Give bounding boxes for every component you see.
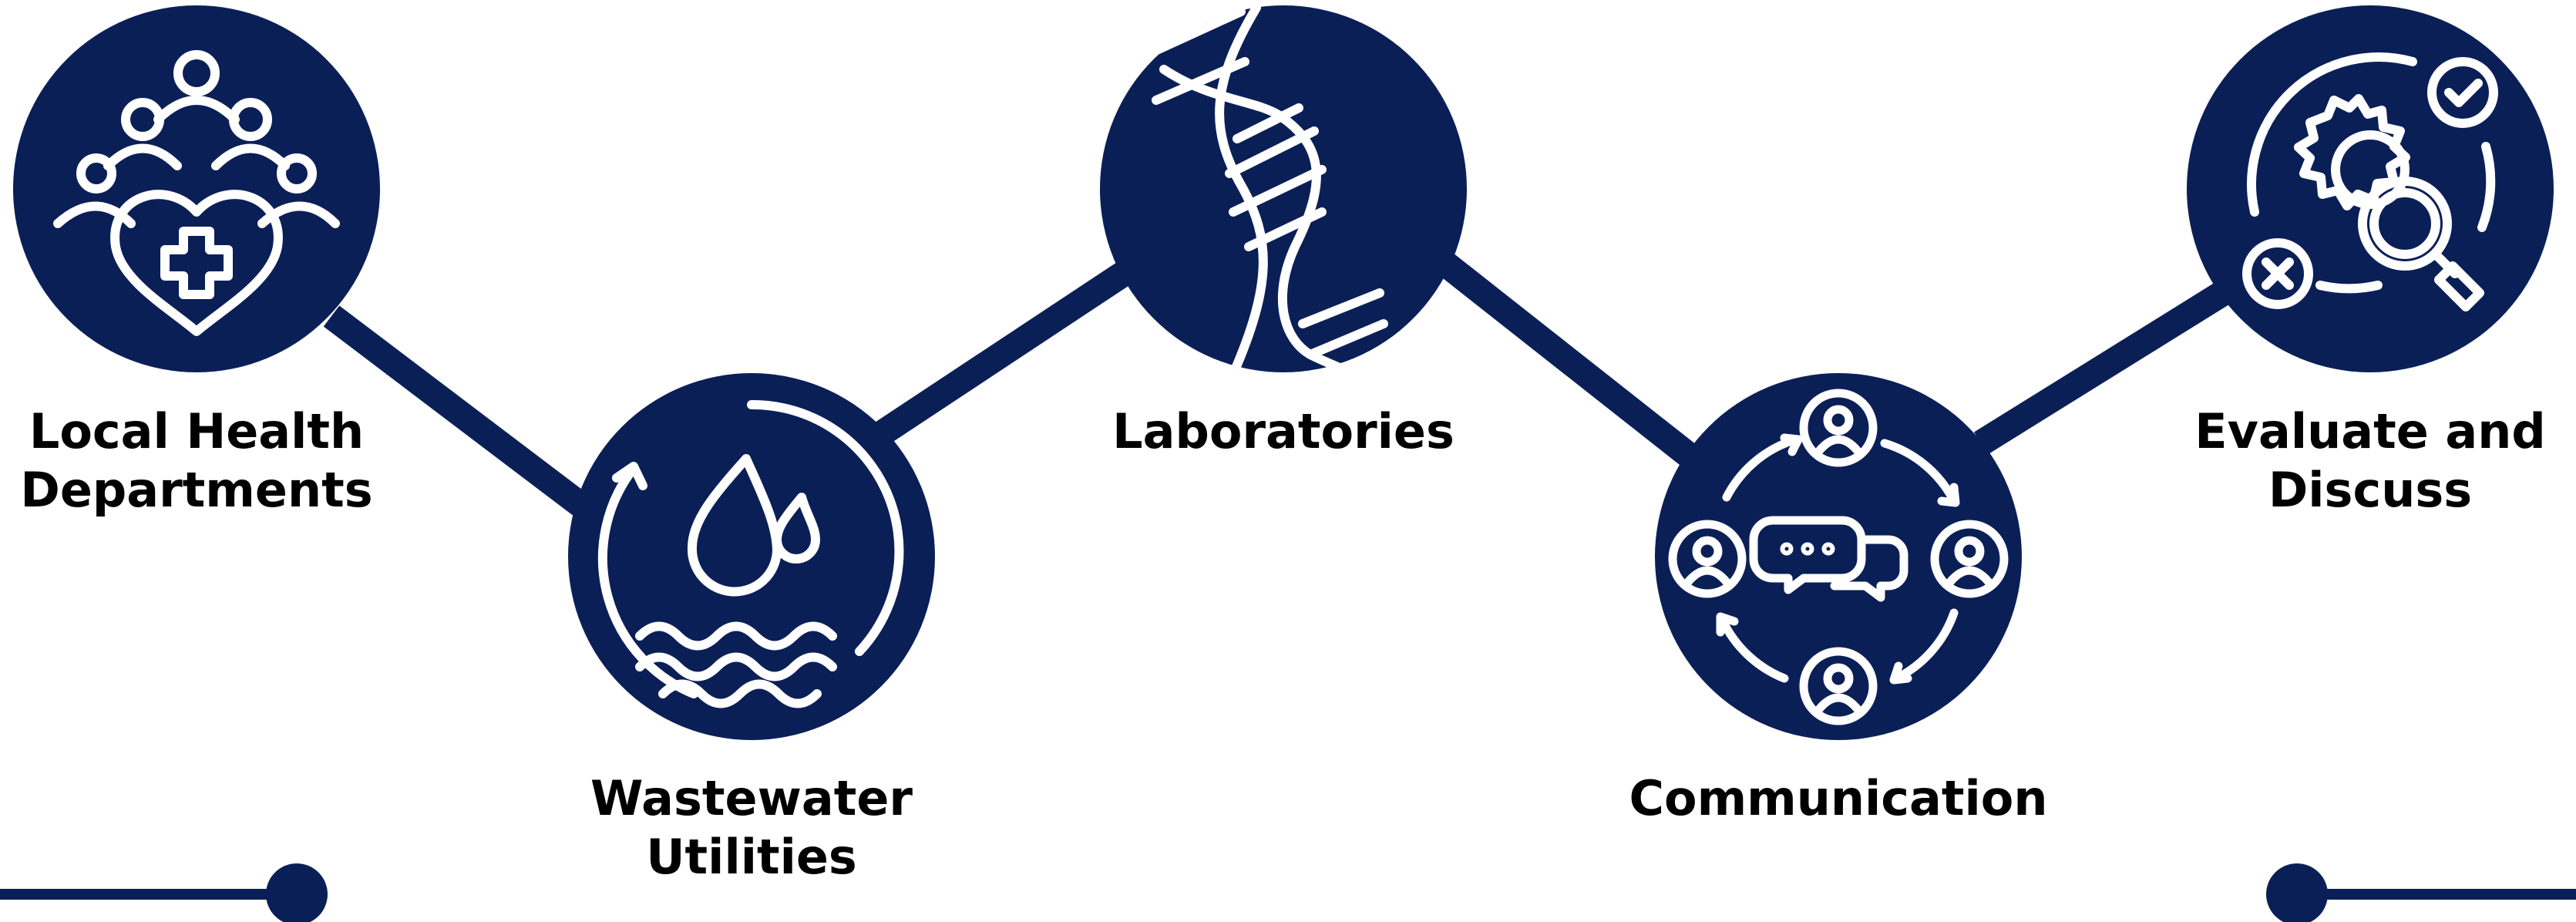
- dna-helix-icon: [1144, 3, 1400, 405]
- water-drops-waves-icon: [597, 399, 904, 708]
- people-heart-medical-cross-icon: [53, 50, 340, 336]
- connectors: [323, 244, 2242, 520]
- step-circle-wastewater: [568, 373, 935, 740]
- bottom-right-terminal: [2266, 863, 2576, 922]
- connector-4-5: [1974, 274, 2242, 455]
- label-line: Evaluate and: [2194, 403, 2546, 459]
- people-chat-cycle-icon: [1668, 389, 2009, 725]
- connector-3-4: [1425, 244, 1697, 466]
- step-label-communication: Communication: [1615, 769, 2062, 828]
- label-line: Utilities: [646, 829, 857, 885]
- step-label-evaluate: Evaluate and Discuss: [2185, 402, 2555, 520]
- step-label-wastewater: Wastewater Utilities: [567, 769, 937, 887]
- label-line: Wastewater: [590, 770, 913, 826]
- label-line: Local Health: [29, 403, 365, 459]
- connector-2-3: [871, 251, 1148, 447]
- gear-magnifier-check-cross-icon: [2242, 52, 2498, 311]
- connector-1-2: [323, 305, 594, 520]
- label-line: Laboratories: [1112, 403, 1454, 459]
- step-circle-communication: [1655, 373, 2022, 740]
- step-circle-local-health: [13, 5, 380, 372]
- label-line: Discuss: [2268, 462, 2473, 518]
- label-line: Communication: [1629, 770, 2048, 826]
- step-label-laboratories: Laboratories: [1098, 402, 1468, 461]
- step-circle-evaluate: [2187, 5, 2554, 372]
- step-circle-laboratories: [1100, 3, 1467, 405]
- bottom-left-terminal: [0, 863, 328, 922]
- step-label-local-health: Local Health Departments: [12, 402, 382, 520]
- label-line: Departments: [20, 462, 373, 518]
